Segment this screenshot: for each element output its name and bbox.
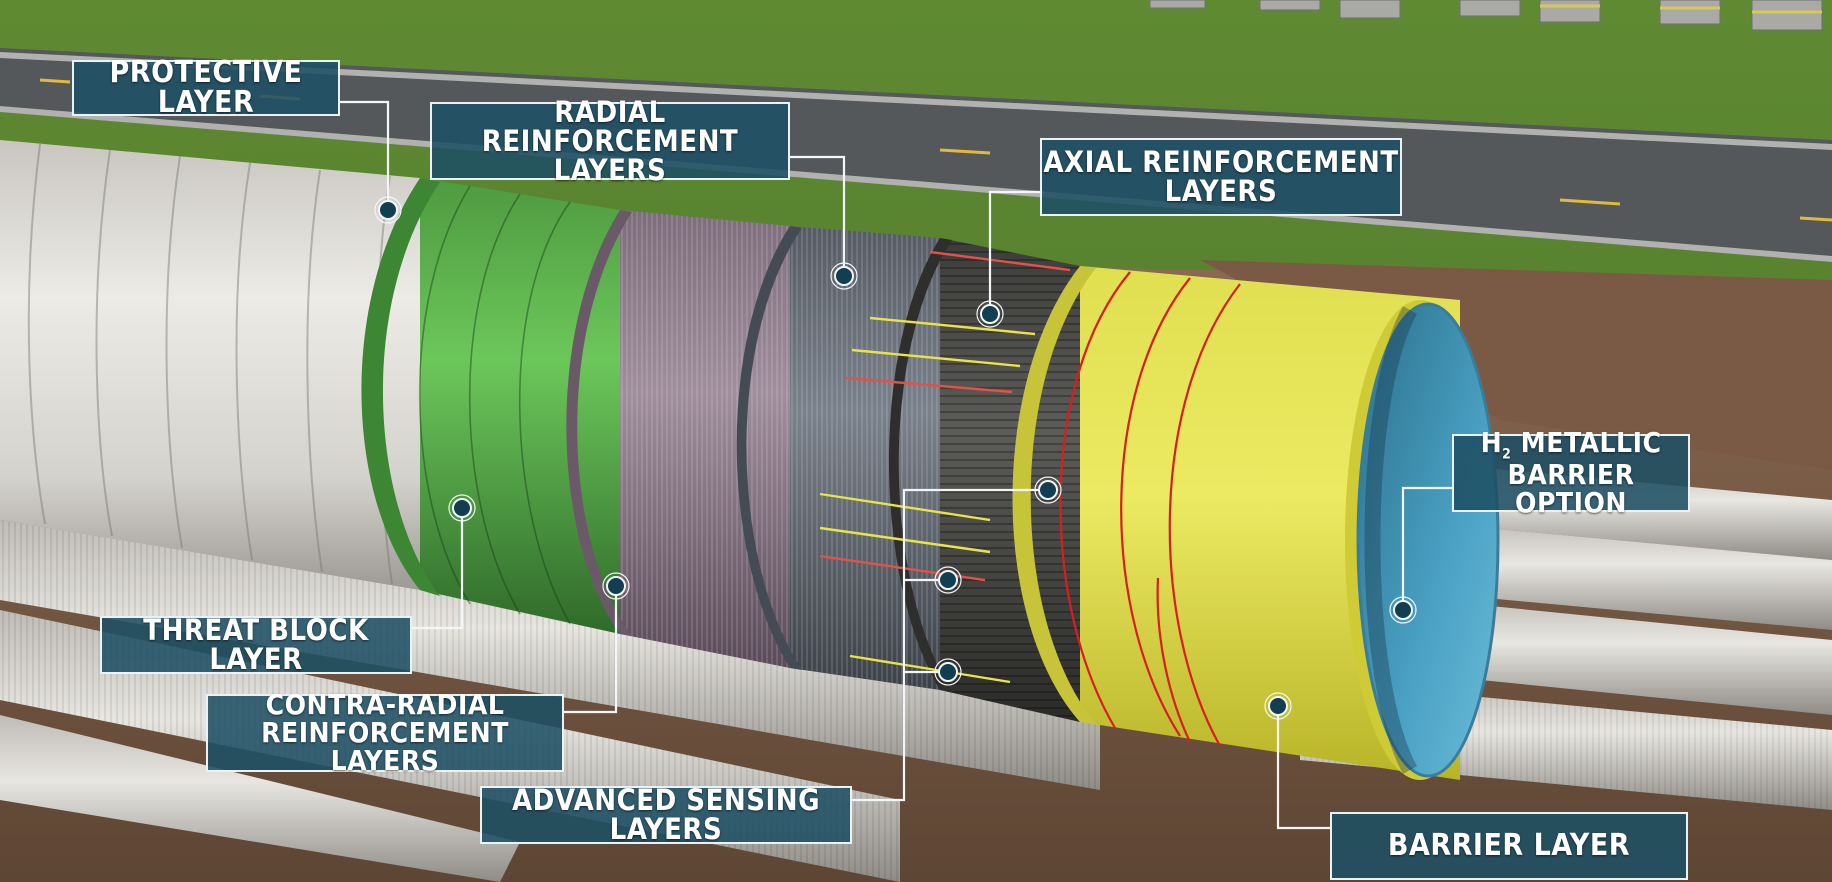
radial-reinforcement-label: RADIAL REINFORCEMENT LAYERS: [430, 102, 790, 180]
h2-metallic-line1: H2 METALLIC: [1481, 429, 1662, 462]
barrier-layer-label: BARRIER LAYER: [1330, 812, 1688, 880]
axial-reinforcement-label: AXIAL REINFORCEMENT LAYERS: [1040, 138, 1402, 216]
h2-metallic-word: METALLIC: [1511, 426, 1661, 459]
advanced-sensing-text: ADVANCED SENSING LAYERS: [482, 786, 850, 844]
threat-block-label: THREAT BLOCK LAYER: [100, 616, 412, 674]
axial-reinforcement-line2: LAYERS: [1165, 177, 1278, 206]
radial-reinforcement-line2: LAYERS: [554, 156, 667, 185]
contra-radial-line1: CONTRA-RADIAL: [266, 691, 505, 719]
protective-layer-label: PROTECTIVE LAYER: [72, 60, 340, 116]
radial-reinforcement-line1: RADIAL REINFORCEMENT: [432, 98, 788, 156]
barrier-layer-text: BARRIER LAYER: [1388, 831, 1630, 861]
contra-radial-label: CONTRA-RADIAL REINFORCEMENT LAYERS: [206, 694, 564, 772]
protective-layer-text: PROTECTIVE LAYER: [74, 58, 338, 118]
h2-metallic-line2: BARRIER OPTION: [1454, 461, 1688, 517]
advanced-sensing-label: ADVANCED SENSING LAYERS: [480, 786, 852, 844]
h2-metallic-barrier-label: H2 METALLIC BARRIER OPTION: [1452, 434, 1690, 512]
h2-symbol: H: [1481, 426, 1503, 459]
threat-block-text: THREAT BLOCK LAYER: [102, 616, 410, 674]
axial-reinforcement-line1: AXIAL REINFORCEMENT: [1043, 148, 1398, 177]
contra-radial-line2: REINFORCEMENT LAYERS: [208, 719, 562, 775]
